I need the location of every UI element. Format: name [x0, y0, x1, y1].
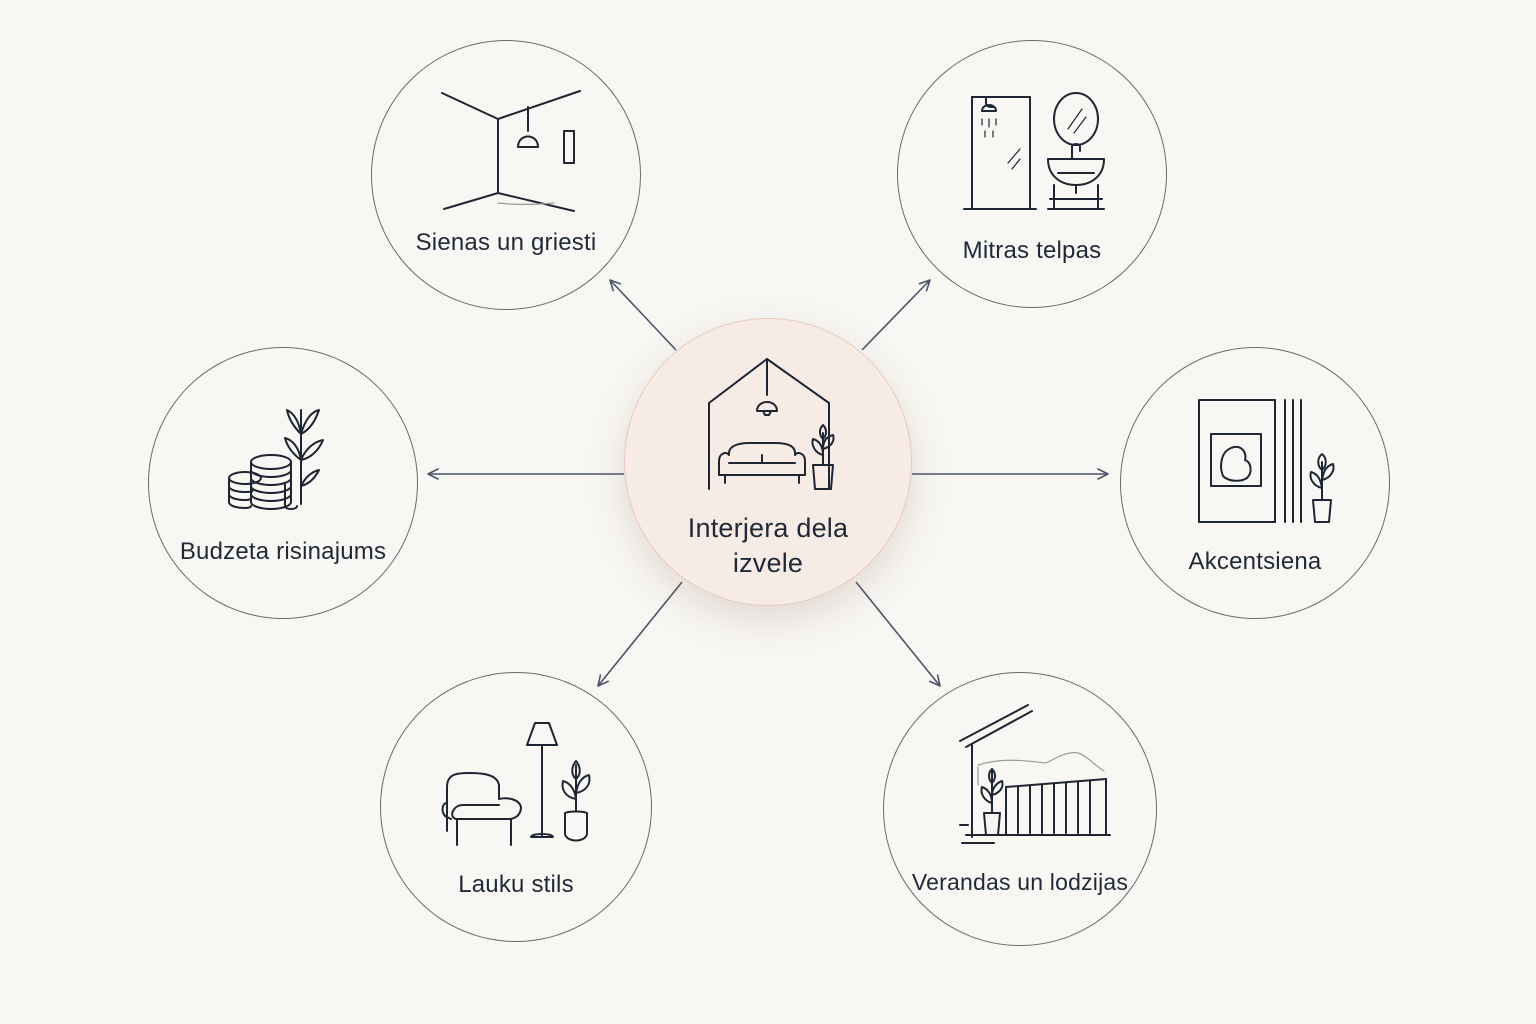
- wall-ceiling-lamp-icon: [441, 90, 581, 212]
- node-veranda: Verandas un lodzijas: [883, 672, 1157, 946]
- node-wet-rooms-label: Mitras telpas: [962, 237, 1102, 264]
- node-accent-wall-label: Akcentsiena: [1188, 548, 1322, 575]
- center-label-line1: Interjera dela: [687, 513, 849, 543]
- node-wet-rooms: Mitras telpas: [897, 40, 1167, 308]
- veranda-railing-icon: [959, 704, 1111, 844]
- node-veranda-label: Verandas un lodzijas: [911, 869, 1129, 895]
- coins-plant-icon: [228, 409, 324, 510]
- arrow-to-rustic: [597, 581, 683, 687]
- arrow-to-walls: [609, 279, 677, 351]
- node-rustic-label: Lauku stils: [458, 871, 574, 898]
- arrow-to-veranda: [855, 581, 941, 687]
- arrow-to-wet-rooms: [861, 279, 931, 351]
- shower-sink-icon: [963, 92, 1105, 210]
- living-room-house-icon: [708, 358, 835, 490]
- node-budget: Budzeta risinajums: [148, 347, 418, 619]
- armchair-lamp-plant-icon: [441, 722, 591, 846]
- center-node: Interjera dela izvele: [624, 318, 912, 606]
- node-walls: Sienas un griesti: [371, 40, 641, 310]
- node-budget-label: Budzeta risinajums: [179, 538, 387, 565]
- node-accent-wall: Akcentsiena: [1120, 347, 1390, 619]
- node-walls-label: Sienas un griesti: [415, 229, 597, 256]
- framed-wall-plant-icon: [1198, 399, 1335, 523]
- center-label-line2: izvele: [732, 548, 804, 578]
- node-rustic: Lauku stils: [380, 672, 652, 942]
